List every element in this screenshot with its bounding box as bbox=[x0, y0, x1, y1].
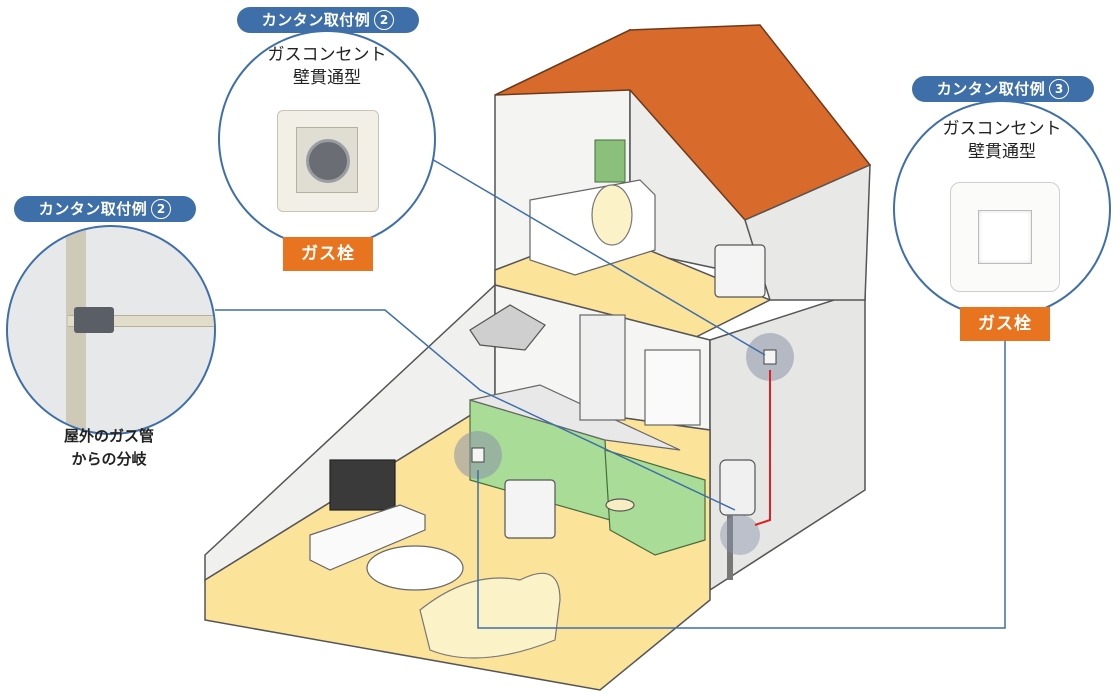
sofa bbox=[419, 572, 561, 659]
example-number-left: 2 bbox=[151, 199, 172, 219]
example-pill-right-label: カンタン取付例 bbox=[936, 80, 1046, 98]
gas-tap-tag-right: ガス栓 bbox=[960, 307, 1050, 341]
leader-line-top bbox=[424, 154, 766, 356]
wall-outlet-photo-top bbox=[277, 110, 379, 212]
tv-stand bbox=[309, 504, 426, 571]
kitchen-island bbox=[604, 449, 706, 556]
downstairs-fan-heater bbox=[504, 479, 556, 539]
refrigerator bbox=[579, 314, 626, 421]
leader-line-right bbox=[477, 340, 1006, 629]
callout-right-title-line1: ガスコンセント bbox=[942, 119, 1062, 139]
window-panes bbox=[644, 349, 701, 426]
gas-line-red bbox=[754, 370, 771, 526]
callout-top-title-line1: ガスコンセント bbox=[267, 45, 387, 65]
caption-line1: 屋外のガス管 bbox=[63, 427, 154, 445]
callout-circle-right: ガスコンセント 壁貫通型 bbox=[893, 100, 1111, 318]
caption-line2: からの分岐 bbox=[71, 450, 147, 468]
gas-meter bbox=[719, 459, 756, 516]
upstairs-fan-heater bbox=[714, 244, 766, 298]
bar-stool bbox=[605, 498, 635, 512]
caption-outdoor-branch: 屋外のガス管 からの分岐 bbox=[34, 425, 184, 471]
coffee-table bbox=[366, 545, 464, 591]
books bbox=[594, 139, 626, 183]
gas-tap-tag-top: ガス栓 bbox=[283, 237, 373, 271]
example-pill-left-label: カンタン取付例 bbox=[38, 200, 148, 218]
pipe-fitting-photo bbox=[74, 307, 114, 333]
kitchen-counter-top bbox=[469, 384, 681, 451]
callout-circle-top: ガスコンセント 壁貫通型 bbox=[218, 30, 436, 248]
wall-outlet-photo-right bbox=[950, 182, 1060, 292]
callout-top-title-line2: 壁貫通型 bbox=[293, 68, 361, 88]
outlet-lower bbox=[471, 447, 485, 463]
meter-marker bbox=[720, 515, 760, 555]
callout-right-title: ガスコンセント 壁貫通型 bbox=[895, 118, 1109, 164]
desk-chair bbox=[591, 184, 633, 246]
television bbox=[329, 459, 396, 511]
callout-circle-left bbox=[6, 225, 216, 435]
example-number-top: 2 bbox=[374, 10, 395, 30]
example-number-right: 3 bbox=[1049, 79, 1070, 99]
callout-right-title-line2: 壁貫通型 bbox=[968, 142, 1036, 162]
outlet-upper bbox=[763, 349, 777, 365]
leader-line-left bbox=[215, 309, 736, 511]
range-hood bbox=[469, 304, 546, 351]
example-pill-top-label: カンタン取付例 bbox=[261, 11, 371, 29]
callout-top-title: ガスコンセント 壁貫通型 bbox=[220, 44, 434, 90]
